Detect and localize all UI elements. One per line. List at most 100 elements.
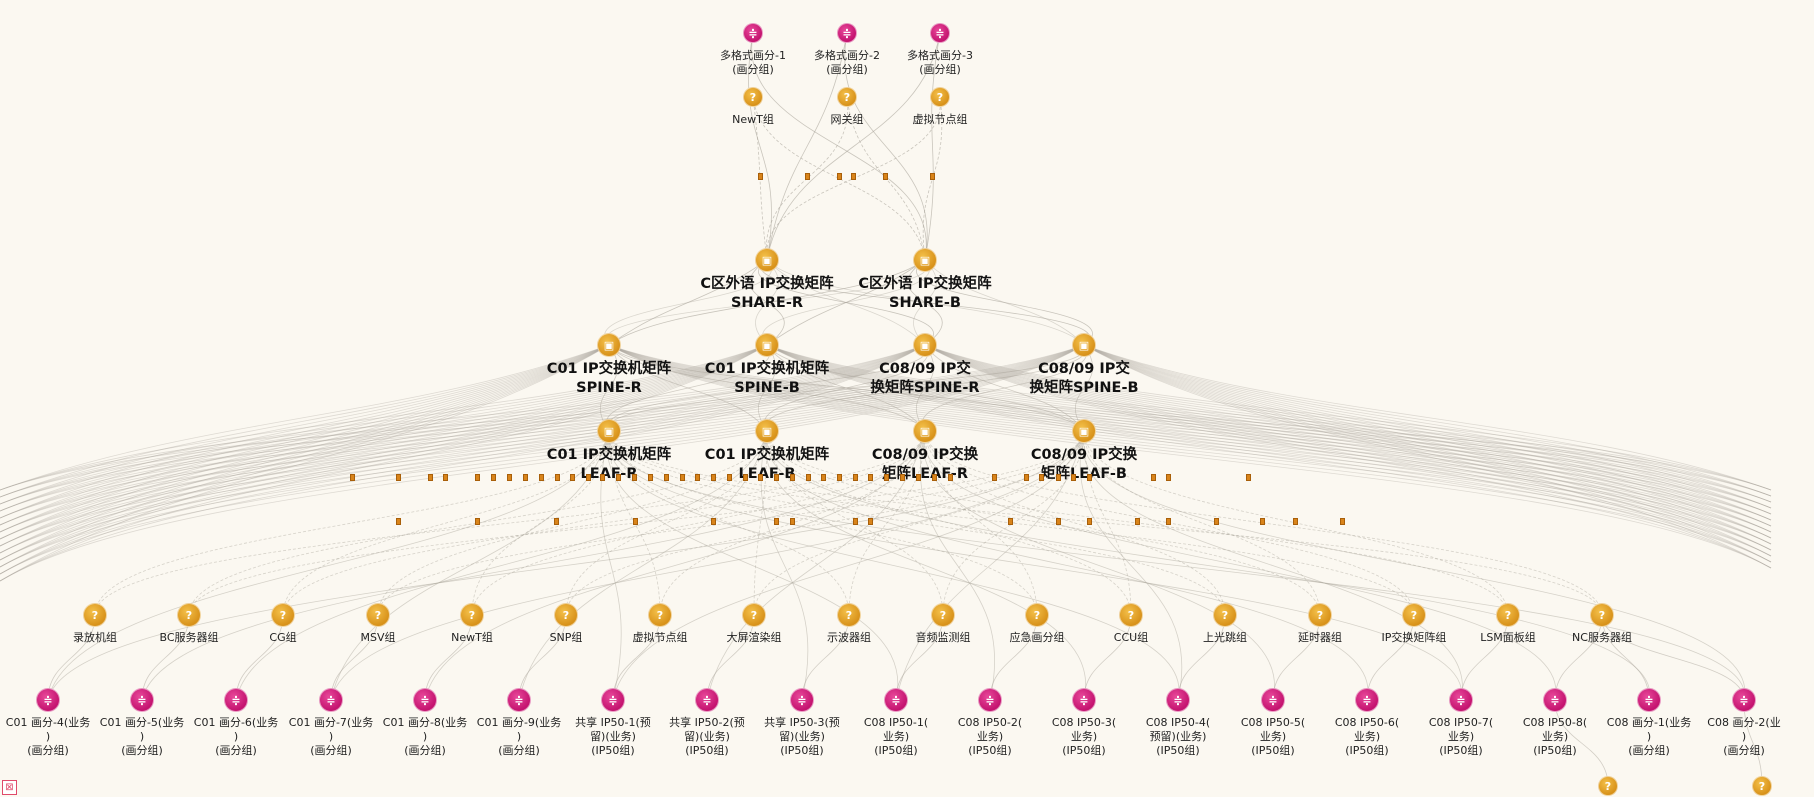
link-marker[interactable] [1135,518,1140,525]
link-marker[interactable] [711,518,716,525]
switch-icon: ▣ [597,333,621,357]
link-marker[interactable] [1087,474,1092,481]
link-marker[interactable] [539,474,544,481]
link-edge-147 [0,344,1085,554]
split-node-label: C01 画分-9(业务 ) (画分组) [476,716,562,757]
topology-canvas[interactable] [0,0,1772,797]
link-edge-90 [766,344,1772,539]
link-marker[interactable] [396,474,401,481]
link-marker[interactable] [475,474,480,481]
link-marker[interactable] [1056,518,1061,525]
link-marker[interactable] [743,474,748,481]
link-edge-122 [924,344,1772,551]
link-marker[interactable] [883,173,888,180]
link-marker[interactable] [805,173,810,180]
link-marker[interactable] [1151,474,1156,481]
link-marker[interactable] [758,474,763,481]
link-marker[interactable] [1087,518,1092,525]
link-marker[interactable] [680,474,685,481]
link-edge-161 [608,430,850,616]
link-marker[interactable] [1260,518,1265,525]
link-marker[interactable] [758,173,763,180]
link-marker[interactable] [853,474,858,481]
share-switch-node-label: C区外语 IP交换矩阵 SHARE-R [700,276,834,311]
link-marker[interactable] [648,474,653,481]
link-marker[interactable] [930,173,935,180]
link-marker[interactable] [633,518,638,525]
link-marker[interactable] [837,474,842,481]
link-edge-73 [0,344,768,491]
link-marker[interactable] [1246,474,1251,481]
link-marker[interactable] [711,474,716,481]
link-marker[interactable] [1008,518,1013,525]
link-edge-58 [608,344,1772,527]
link-marker[interactable] [868,474,873,481]
link-edge-142 [1083,344,1772,527]
link-edge-13 [608,259,768,346]
link-edge-156 [1083,344,1772,569]
switch-icon: ▣ [597,419,621,443]
link-marker[interactable] [507,474,512,481]
link-marker[interactable] [992,474,997,481]
link-marker[interactable] [774,518,779,525]
link-marker[interactable] [616,474,621,481]
sliders-icon: ≑ [1732,688,1756,712]
link-marker[interactable] [821,474,826,481]
link-edge-230 [1272,614,1321,701]
link-marker[interactable] [600,474,605,481]
link-marker[interactable] [916,474,921,481]
link-marker[interactable] [790,518,795,525]
link-marker[interactable] [475,518,480,525]
sliders-icon: ≑ [884,688,908,712]
link-edge-123 [0,344,926,568]
link-marker[interactable] [948,474,953,481]
link-edge-28 [924,259,1085,346]
link-marker[interactable] [900,474,905,481]
link-edge-181 [235,430,768,701]
link-marker[interactable] [350,474,355,481]
link-marker[interactable] [555,474,560,481]
link-marker[interactable] [1214,518,1219,525]
link-marker[interactable] [837,173,842,180]
link-marker[interactable] [727,474,732,481]
link-marker[interactable] [1166,518,1171,525]
link-edge-37 [606,344,928,432]
link-marker[interactable] [790,474,795,481]
link-marker[interactable] [1056,474,1061,481]
link-marker[interactable] [1039,474,1044,481]
link-marker[interactable] [396,518,401,525]
link-edge-65 [0,344,610,561]
link-marker[interactable] [664,474,669,481]
link-marker[interactable] [443,474,448,481]
link-marker[interactable] [428,474,433,481]
link-marker[interactable] [1071,474,1076,481]
link-marker[interactable] [1340,518,1345,525]
link-marker[interactable] [1166,474,1171,481]
top-split-node-label: 多格式画分-2 (画分组) [814,49,880,76]
link-marker[interactable] [806,474,811,481]
link-marker[interactable] [586,474,591,481]
link-marker[interactable] [868,518,873,525]
link-edge-130 [1083,344,1772,491]
link-marker[interactable] [774,474,779,481]
link-marker[interactable] [570,474,575,481]
group-icon: ? [554,603,578,627]
link-marker[interactable] [632,474,637,481]
image-icon[interactable]: ⊠ [2,780,17,795]
link-edge-137 [0,344,1085,519]
link-marker[interactable] [851,173,856,180]
link-marker[interactable] [853,518,858,525]
link-edge-107 [0,344,926,512]
link-edge-67 [0,344,610,568]
link-marker[interactable] [554,518,559,525]
split-node-label: 共享 IP50-3(预 留)(业务) (IP50组) [764,716,840,757]
link-edge-153 [0,344,1085,575]
link-marker[interactable] [695,474,700,481]
link-edge-85 [0,344,768,533]
link-marker[interactable] [523,474,528,481]
link-marker[interactable] [1024,474,1029,481]
link-marker[interactable] [1293,518,1298,525]
link-marker[interactable] [932,474,937,481]
link-marker[interactable] [884,474,889,481]
link-marker[interactable] [491,474,496,481]
